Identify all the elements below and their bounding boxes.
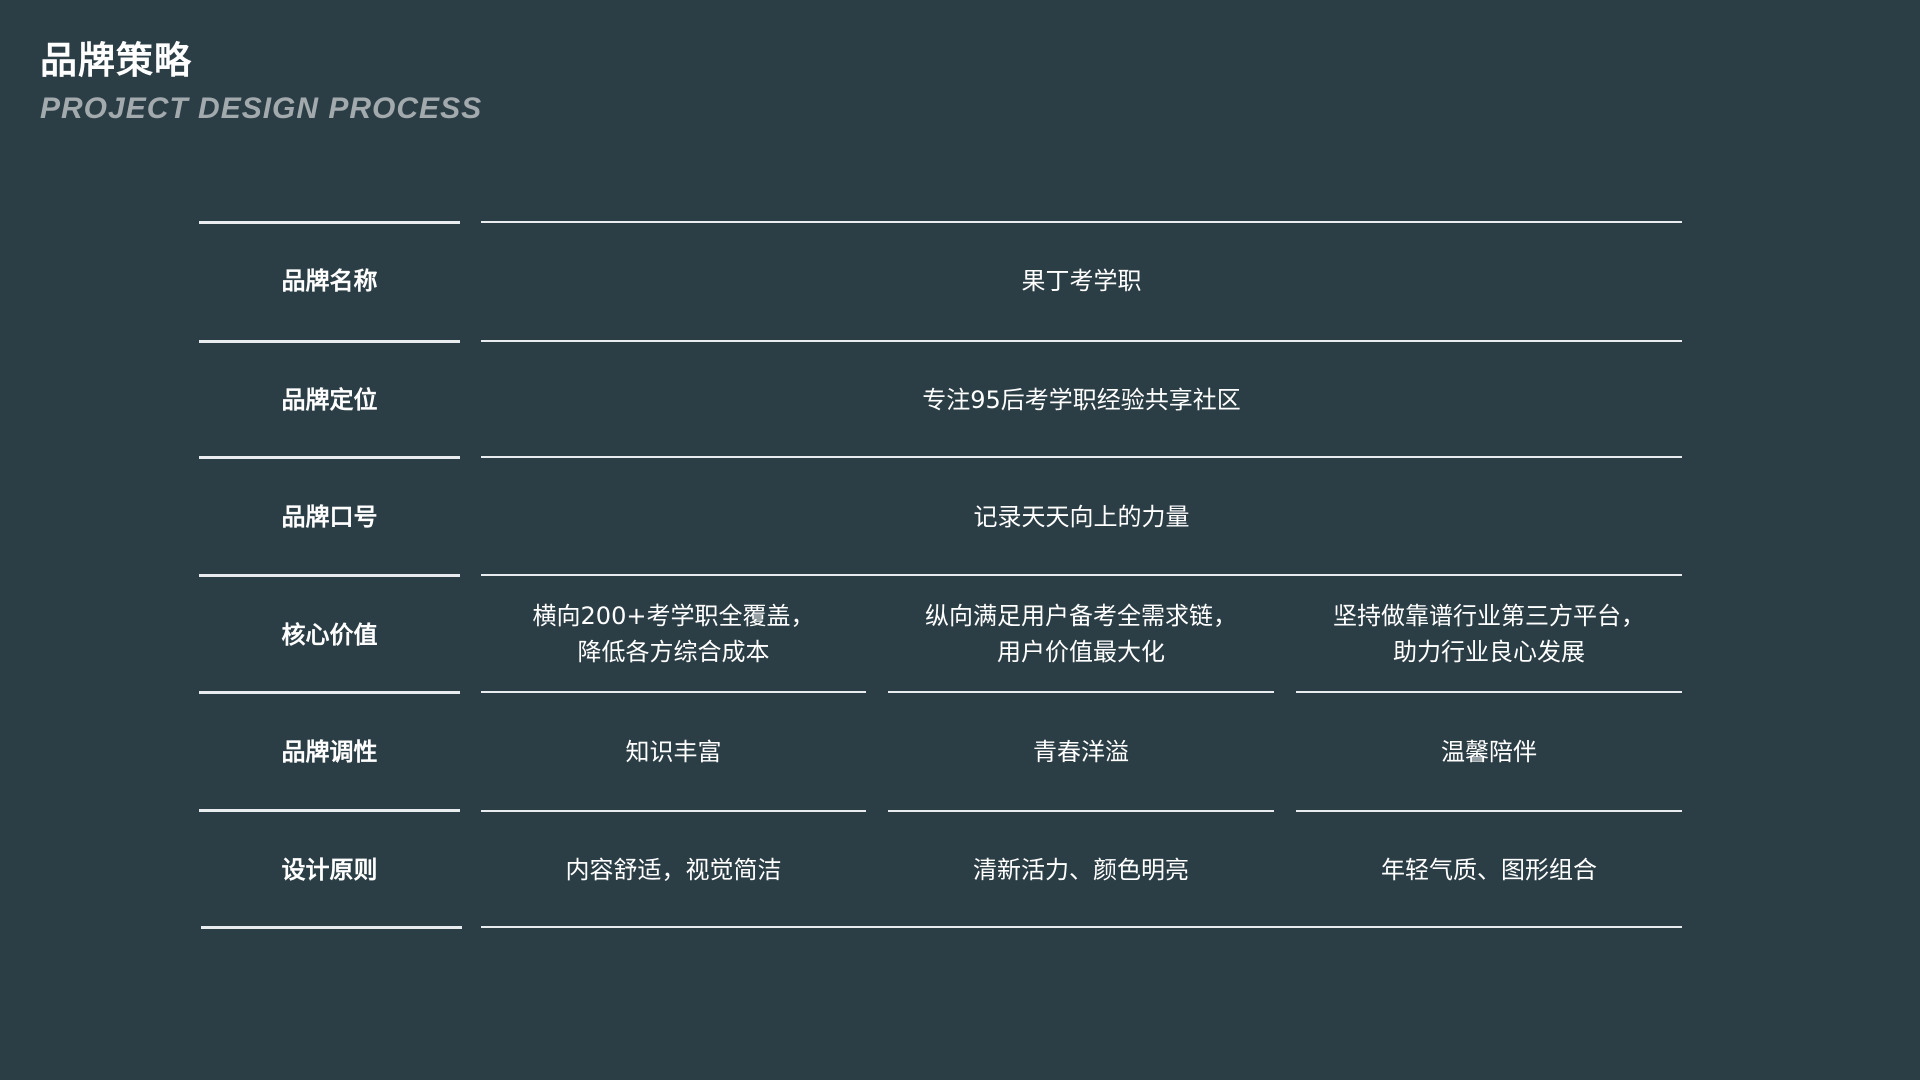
label-divider: [199, 574, 460, 577]
row-label-design-principles: 设计原则: [281, 856, 378, 884]
value-divider: [481, 574, 1682, 576]
value-divider: [481, 810, 866, 812]
value-divider: [481, 340, 1682, 342]
row-label-brand-positioning: 品牌定位: [281, 386, 378, 414]
brand-tone-cell: 温馨陪伴: [1441, 738, 1537, 766]
core-value-cell: 横向200+考学职全覆盖， 降低各方综合成本: [532, 602, 815, 666]
row-label-brand-slogan: 品牌口号: [281, 503, 378, 531]
brand-tone-cell: 知识丰富: [625, 738, 722, 766]
brand-slogan-value: 记录天天向上的力量: [973, 503, 1190, 531]
value-divider: [481, 691, 866, 693]
label-divider: [199, 691, 460, 694]
design-principle-cell: 年轻气质、图形组合: [1381, 856, 1597, 884]
label-divider: [199, 809, 460, 812]
design-principle-cell: 清新活力、颜色明亮: [973, 856, 1189, 884]
row-label-brand-tone: 品牌调性: [281, 738, 378, 766]
value-divider: [1296, 810, 1682, 812]
value-divider: [481, 926, 1682, 928]
label-divider: [201, 926, 462, 929]
value-divider: [888, 691, 1274, 693]
value-divider: [888, 810, 1274, 812]
value-divider: [1296, 691, 1682, 693]
design-principle-cell: 内容舒适，视觉简洁: [565, 856, 782, 884]
core-value-cell: 纵向满足用户备考全需求链， 用户价值最大化: [925, 602, 1237, 666]
core-value-cell: 坚持做靠谱行业第三方平台， 助力行业良心发展: [1333, 602, 1645, 666]
brand-positioning-value: 专注95后考学职经验共享社区: [922, 386, 1241, 414]
label-divider: [199, 456, 460, 459]
row-label-brand-name: 品牌名称: [281, 267, 378, 295]
brand-tone-cell: 青春洋溢: [1033, 738, 1129, 766]
label-divider: [199, 221, 460, 224]
page-subtitle: PROJECT DESIGN PROCESS: [40, 92, 483, 125]
value-divider: [481, 221, 1682, 223]
page-title: 品牌策略: [40, 39, 192, 82]
row-label-core-values: 核心价值: [281, 621, 378, 649]
value-divider: [481, 456, 1682, 458]
brand-name-value: 果丁考学职: [1021, 267, 1142, 295]
label-divider: [199, 340, 460, 343]
